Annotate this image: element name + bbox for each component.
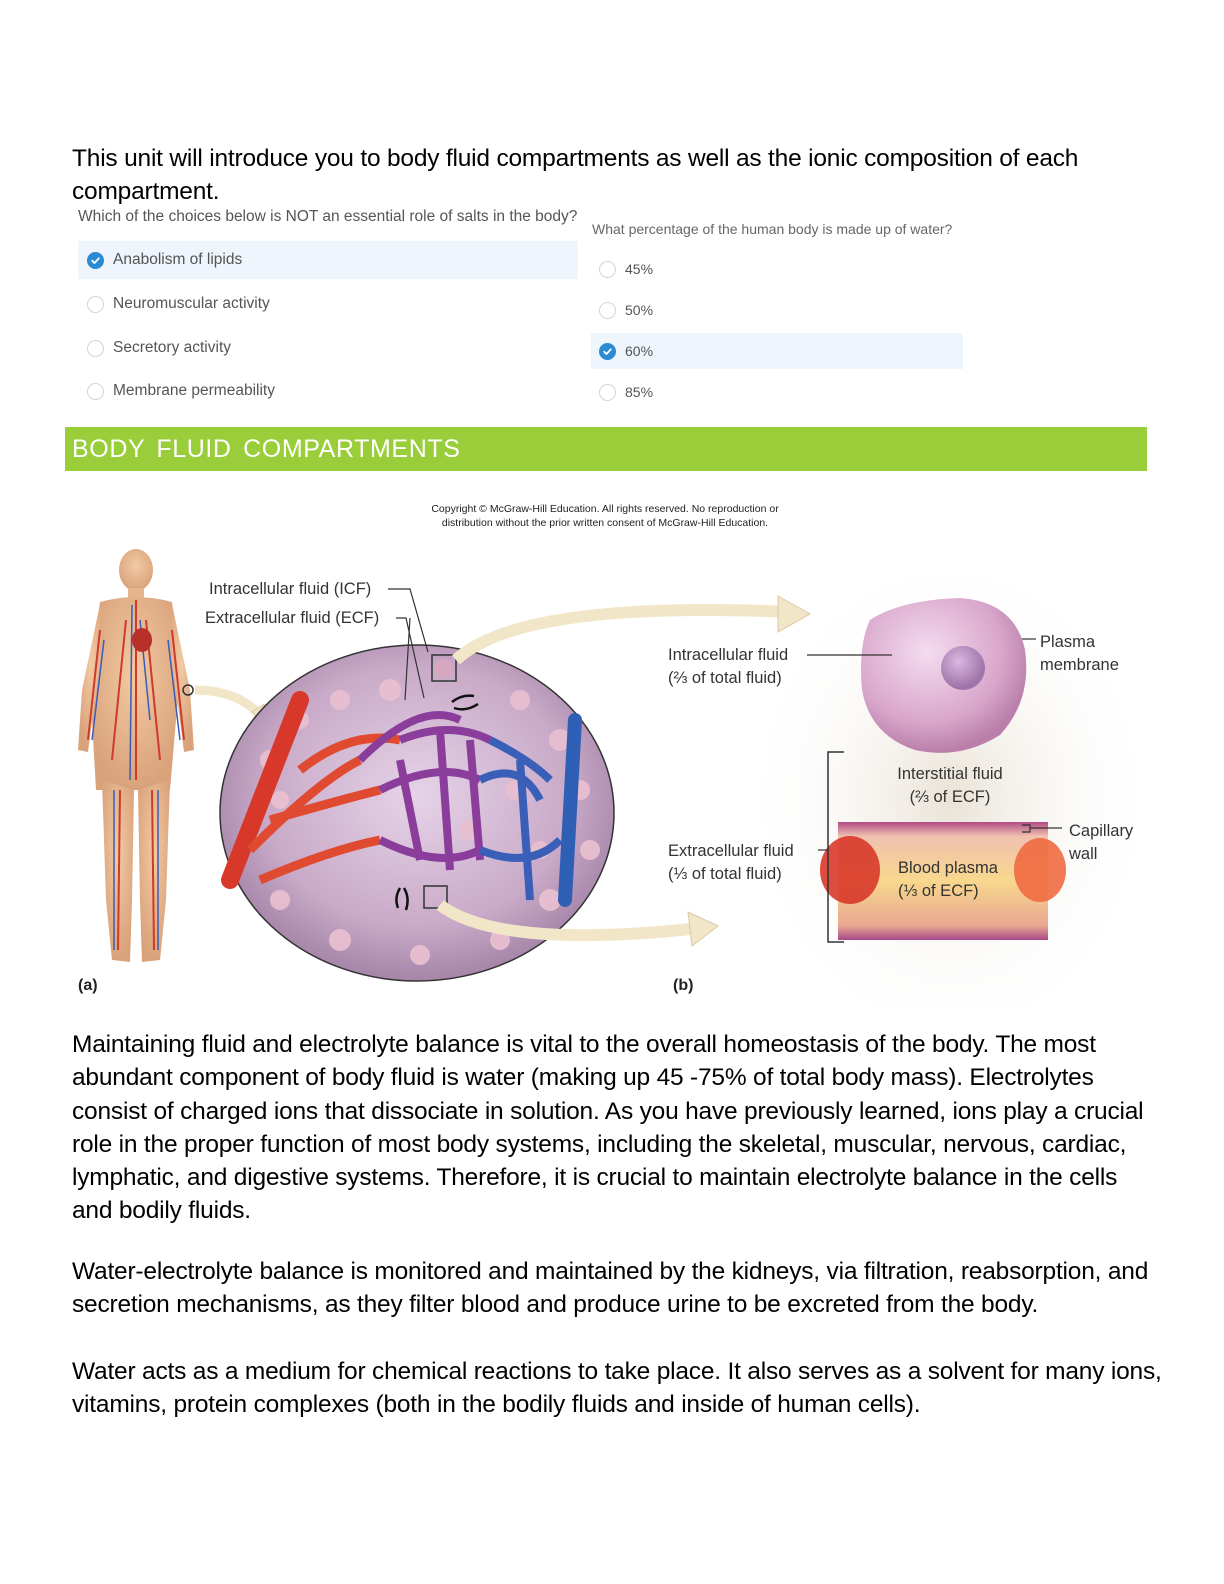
radio-checked-icon[interactable] [599, 342, 616, 360]
quiz-salts-option-1[interactable]: Anabolism of lipids [78, 241, 578, 279]
label-ecf: Extracellular fluid (ECF) [205, 609, 380, 627]
label-line: Plasma [1040, 633, 1096, 651]
quiz-water-option-1[interactable]: 45% [591, 251, 963, 287]
label-line: Intracellular fluid [668, 646, 789, 664]
copyright-line-2: distribution without the prior written c… [441, 517, 769, 529]
radio-unchecked-icon[interactable] [87, 295, 104, 313]
cell-illustration [861, 598, 1027, 753]
tissue-magnified-view [219, 644, 615, 982]
paragraph-kidneys: Water-electrolyte balance is monitored a… [72, 1258, 1149, 1319]
label-line: Extracellular fluid [668, 842, 794, 860]
radio-unchecked-icon[interactable] [599, 260, 616, 278]
copyright-line-1: Copyright © McGraw-Hill Education. All r… [431, 503, 779, 515]
label-b-icf: Intracellular fluid (⅔ of total fluid) [668, 644, 788, 690]
label-line: wall [1069, 845, 1098, 863]
quiz-water-option-2[interactable]: 50% [591, 292, 963, 328]
option-label: Neuromuscular activity [113, 295, 270, 312]
option-label: Membrane permeability [113, 382, 275, 399]
option-label: 50% [625, 302, 654, 318]
radio-unchecked-icon[interactable] [87, 382, 104, 400]
paragraph-fluid-balance: Maintaining fluid and electrolyte balanc… [72, 1031, 1144, 1225]
quiz-salts-option-4[interactable]: Membrane permeability [78, 372, 578, 410]
quiz-water-option-4[interactable]: 85% [591, 374, 963, 410]
quiz-salts-question: Which of the choices below is NOT an ess… [78, 208, 578, 225]
option-label: 60% [625, 343, 654, 359]
label-line: (⅓ of ECF) [898, 882, 979, 900]
label-capillary-wall: Capillary wall [1069, 820, 1133, 866]
label-line: (⅔ of total fluid) [668, 669, 782, 687]
human-body-figure [78, 549, 194, 962]
label-b-ecf: Extracellular fluid (⅓ of total fluid) [668, 840, 794, 886]
label-line: (⅓ of total fluid) [668, 865, 782, 883]
label-line: membrane [1040, 656, 1119, 674]
option-label: 85% [625, 384, 654, 400]
intro-text: This unit will introduce you to body flu… [72, 145, 1079, 205]
paragraph-water-solvent: Water acts as a medium for chemical reac… [72, 1358, 1162, 1419]
label-line: Interstitial fluid [897, 765, 1003, 783]
quiz-water-option-3[interactable]: 60% [591, 333, 963, 369]
label-line: Blood plasma [898, 859, 998, 877]
capillary-illustration [820, 822, 1066, 940]
option-label: Secretory activity [113, 339, 232, 356]
label-line: (⅔ of ECF) [909, 788, 991, 806]
figure-copyright: Copyright © McGraw-Hill Education. All r… [380, 502, 830, 530]
label-line: Capillary [1069, 822, 1134, 840]
radio-unchecked-icon[interactable] [599, 301, 616, 319]
radio-checked-icon[interactable] [87, 251, 104, 269]
label-icf: Intracellular fluid (ICF) [209, 580, 372, 598]
quiz-salts-option-2[interactable]: Neuromuscular activity [78, 285, 578, 323]
label-plasma-membrane: Plasma membrane [1040, 631, 1119, 677]
option-label: Anabolism of lipids [113, 251, 243, 268]
label-blood-plasma: Blood plasma (⅓ of ECF) [898, 857, 998, 903]
quiz-water-question: What percentage of the human body is mad… [592, 221, 953, 237]
panel-b-label: (b) [673, 977, 694, 994]
body-fluid-illustration [78, 549, 1140, 1010]
section-title: BODY FLUID COMPARTMENTS [72, 435, 461, 463]
quiz-salts-option-3[interactable]: Secretory activity [78, 329, 578, 367]
label-interstitial: Interstitial fluid (⅔ of ECF) [880, 763, 1020, 809]
section-banner: BODY FLUID COMPARTMENTS [65, 427, 1147, 471]
option-label: 45% [625, 261, 654, 277]
panel-a-label: (a) [78, 977, 98, 994]
radio-unchecked-icon[interactable] [599, 383, 616, 401]
radio-unchecked-icon[interactable] [87, 339, 104, 357]
